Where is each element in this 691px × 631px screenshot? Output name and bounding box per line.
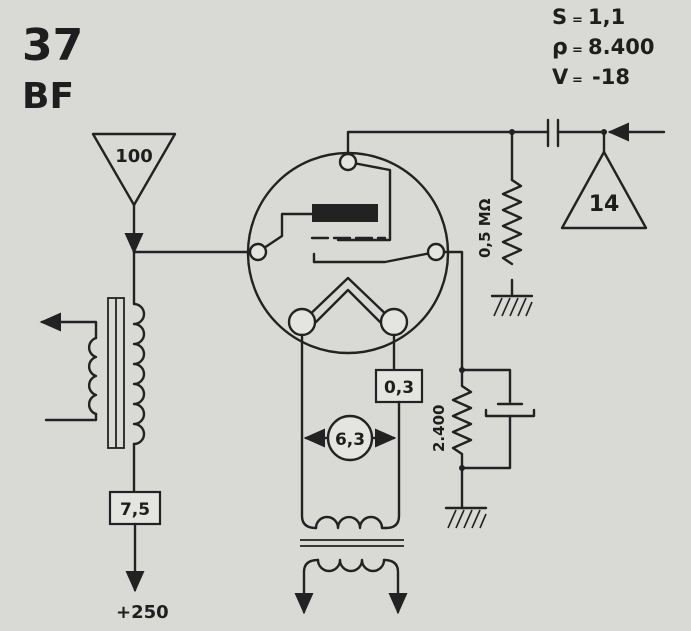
tube-class: BF <box>22 76 74 117</box>
filament-voltage-circle: 6,3 <box>326 414 374 462</box>
supply-voltage-label: +250 <box>116 602 169 623</box>
filament-current-box: 0,3 <box>374 368 424 404</box>
spec-sep-s: = <box>572 13 583 28</box>
filament-wire-left <box>300 333 318 530</box>
heater-lead-right <box>382 558 408 615</box>
heater-transformer <box>300 515 404 573</box>
vacuum-tube <box>246 151 450 355</box>
coupling-capacitor <box>546 118 560 148</box>
grid-resistor-label: 0,5 MΩ <box>476 198 494 258</box>
bypass-cap-bottom-wire <box>460 414 512 470</box>
cathode-resistor <box>451 368 473 470</box>
spec-sep-rho: = <box>572 43 583 58</box>
grid-resistor <box>501 178 523 266</box>
bypass-cap-top-wire <box>460 368 512 404</box>
spec-symbol-rho: ρ <box>552 35 568 60</box>
filament-voltage-label: 6,3 <box>335 430 365 450</box>
spec-value-s: 1,1 <box>588 5 625 29</box>
spec-sep-v: = <box>572 73 583 88</box>
secondary-bottom-wire <box>44 412 98 422</box>
spec-value-rho: 8.400 <box>588 35 654 59</box>
tube-number: 37 <box>22 20 83 71</box>
cathode-wire <box>442 250 464 372</box>
interstage-transformer <box>87 297 146 449</box>
spec-value-v: -18 <box>592 65 630 89</box>
cathode-resistor-label: 2.400 <box>430 405 448 452</box>
output-stage-triangle: 14 <box>560 150 648 230</box>
supply-resistor-box: 7,5 <box>108 490 162 526</box>
ground-symbol-2 <box>444 506 488 529</box>
secondary-output-arrow <box>39 312 98 340</box>
heater-lead-left <box>294 558 320 615</box>
input-stage-label: 100 <box>115 146 153 167</box>
filament-current-label: 0,3 <box>384 378 414 398</box>
bypass-capacitor <box>484 402 536 418</box>
filament-wire-right-bottom <box>384 400 401 530</box>
output-stage-label: 14 <box>589 192 620 217</box>
spec-symbol-v: V <box>552 65 569 89</box>
specs-block: S = 1,1 ρ = 8.400 V = -18 <box>552 5 654 89</box>
ground-symbol-1 <box>490 294 534 317</box>
spec-symbol-s: S <box>552 5 567 29</box>
anode-wire <box>346 130 550 156</box>
input-stage-triangle: 100 <box>91 132 177 207</box>
supply-resistor-label: 7,5 <box>120 500 150 520</box>
